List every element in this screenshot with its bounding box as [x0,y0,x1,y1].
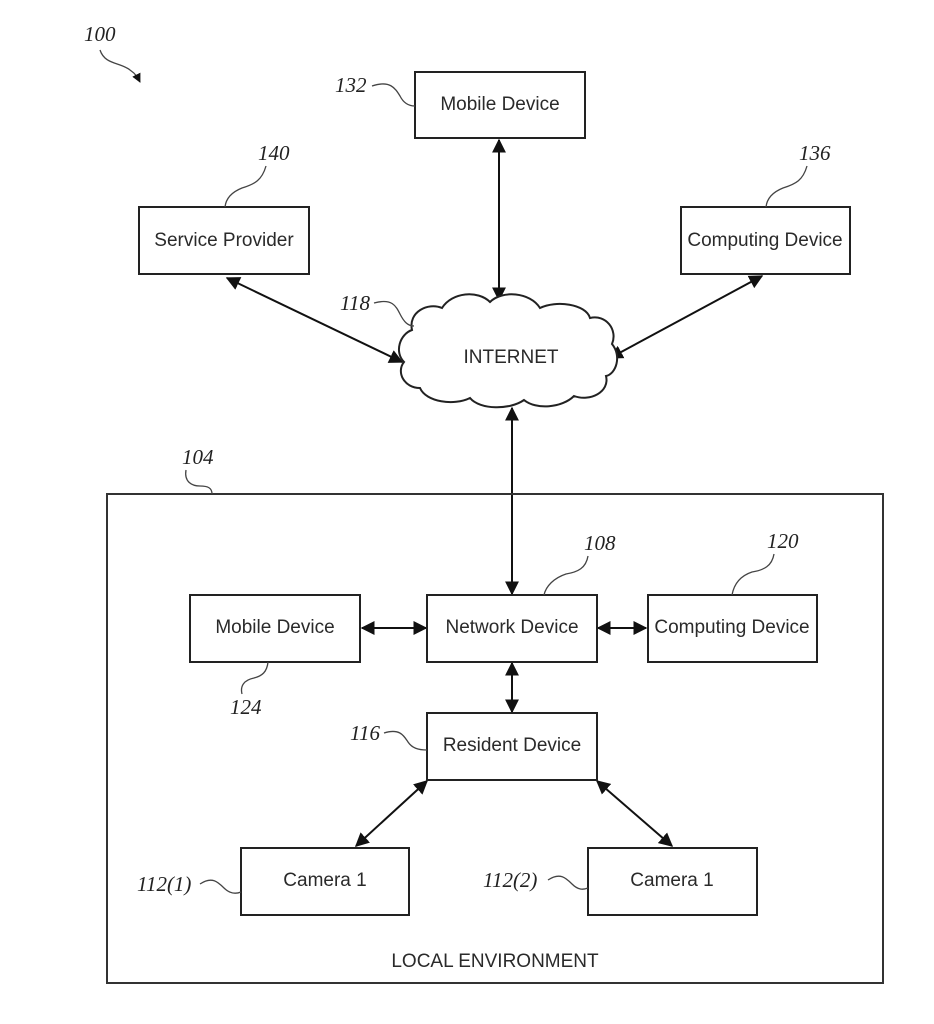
node-network-device-108[interactable]: Network Device 108 [426,531,616,663]
node-box [189,594,361,663]
node-ref: 116 [350,721,380,745]
local-environment-label: LOCAL ENVIRONMENT [391,951,599,972]
node-ref: 140 [258,141,290,165]
leader-line [383,730,428,751]
node-label: Network Device [445,617,578,638]
node-box [414,71,586,139]
leader-line [224,165,267,208]
leader-line [543,555,589,596]
node-label: Camera 1 [630,870,713,891]
node-ref: 132 [335,73,367,97]
figure-ref-label: 100 [84,22,116,46]
connector-resident-camera-2 [595,780,674,847]
node-label: Computing Device [687,230,842,251]
connector-computing-internet [608,275,764,359]
node-box [587,847,758,916]
node-ref: 108 [584,531,616,555]
figure-ref-100: 100 [84,22,141,83]
node-box [426,594,598,663]
leader-line [371,83,416,107]
connector-resident-camera-1 [354,780,429,847]
node-ref: 112(2) [483,868,537,892]
node-service-provider-140[interactable]: Service Provider 140 [138,141,310,275]
connector-service-provider-internet [225,277,404,363]
leader-line [199,879,242,894]
leader-line [240,661,269,695]
leader-line [547,875,589,890]
node-ref: 118 [340,291,370,315]
node-mobile-device-124[interactable]: Mobile Device 124 [189,594,361,719]
local-environment-ref: 104 [182,445,214,469]
local-environment-boundary [106,493,884,984]
node-label: Computing Device [654,617,809,638]
node-camera-112-2[interactable]: Camera 1 112(2) [483,847,758,916]
node-label: Camera 1 [283,870,366,891]
local-environment-104: 104 LOCAL ENVIRONMENT [106,445,884,984]
node-camera-112-1[interactable]: Camera 1 112(1) [137,847,410,916]
node-label: Service Provider [154,230,294,251]
node-box [426,712,598,781]
node-mobile-device-132[interactable]: Mobile Device 132 [335,71,586,139]
leader-line [373,300,415,327]
node-ref: 112(1) [137,872,191,896]
node-ref: 124 [230,695,262,719]
node-label: Mobile Device [440,94,559,115]
node-ref: 136 [799,141,831,165]
node-label: Resident Device [443,735,581,756]
leader-line [731,553,775,596]
node-label: INTERNET [464,347,559,368]
node-computing-device-120[interactable]: Computing Device 120 [647,529,818,663]
cloud-icon [397,293,619,409]
node-internet-118[interactable]: INTERNET 118 [340,291,619,409]
node-label: Mobile Device [215,617,334,638]
node-computing-device-136[interactable]: Computing Device 136 [680,141,851,275]
leader-line [185,469,213,495]
connectors [225,138,764,847]
node-box [647,594,818,663]
figure-ref-arrow-icon [99,49,141,83]
node-box [240,847,410,916]
node-box [680,206,851,275]
leader-line [765,165,808,208]
node-ref: 120 [767,529,799,553]
node-resident-device-116[interactable]: Resident Device 116 [350,712,598,781]
node-box [138,206,310,275]
